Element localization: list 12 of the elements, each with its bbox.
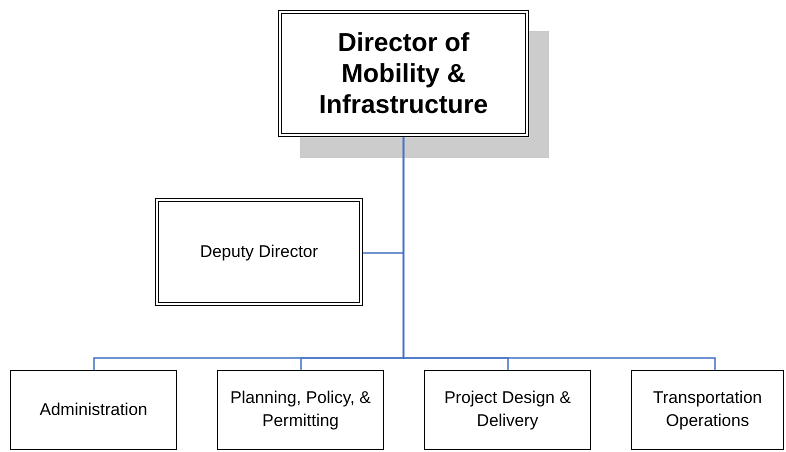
position-title: Project Design & Delivery bbox=[443, 387, 572, 432]
position-title: Planning, Policy, & Permitting bbox=[229, 387, 372, 432]
org-box bbox=[155, 198, 363, 306]
org-box bbox=[631, 370, 784, 450]
position-title: Administration bbox=[38, 398, 148, 421]
position-title: Director of Mobility & Infrastructure bbox=[318, 26, 490, 122]
position-title: Transportation Operations bbox=[652, 387, 763, 432]
org-box bbox=[10, 370, 177, 450]
org-box bbox=[424, 370, 591, 450]
org-box bbox=[217, 370, 384, 450]
org-box bbox=[278, 10, 529, 137]
position-title: Deputy Director bbox=[198, 240, 320, 263]
